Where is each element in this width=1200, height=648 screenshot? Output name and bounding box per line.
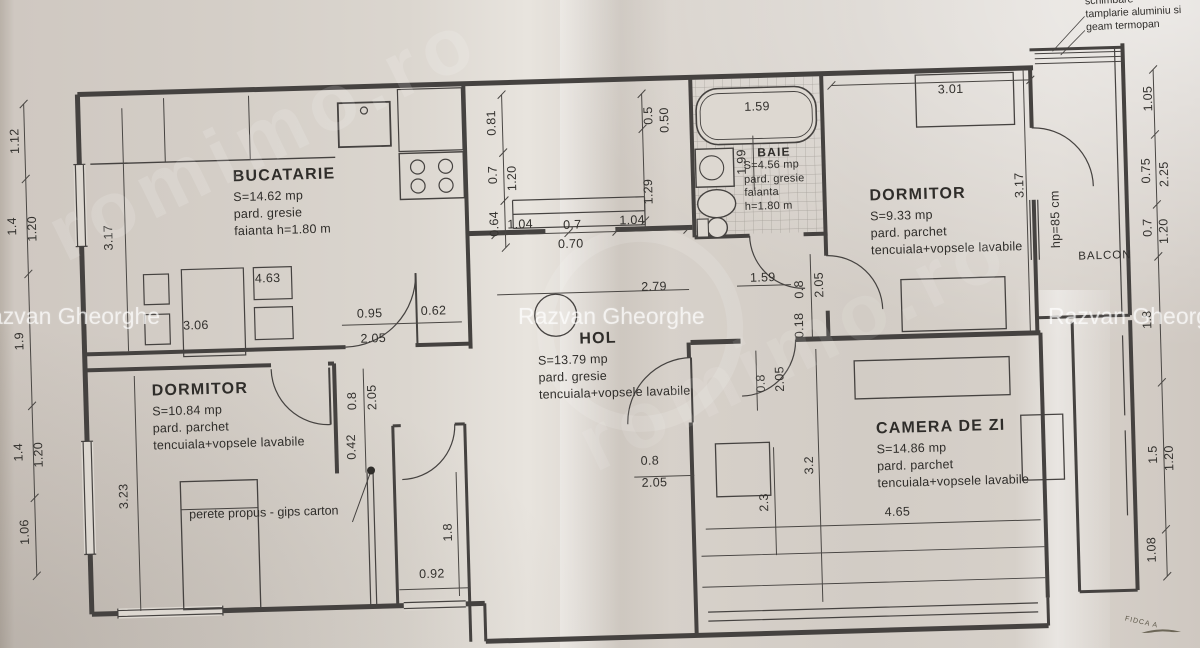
dimension-label: 0.50 xyxy=(656,107,672,134)
dimension-label: 1.9 xyxy=(12,331,27,351)
dimension-label: 0.7 xyxy=(1140,218,1155,238)
dimension-label: 0.70 xyxy=(557,236,584,252)
dimension-label: 1.06 xyxy=(17,519,32,546)
dimension-label: 2.05 xyxy=(364,384,380,411)
dimension-label: 3.2 xyxy=(801,455,817,475)
room-label-balcon: BALCON xyxy=(1078,249,1132,263)
dimension-label: 1.20 xyxy=(1156,218,1171,245)
room-label-camera-de-zi: CAMERA DE ZI S=14.86 mp pard. parchet te… xyxy=(876,416,1029,492)
dimension-label: 1.20 xyxy=(1161,445,1177,472)
room-name: CAMERA DE ZI xyxy=(875,416,1006,438)
dimension-label: 0.5 xyxy=(640,106,656,125)
room-area: S=4.56 mp xyxy=(743,158,800,172)
dimension-label: 1.59 xyxy=(744,99,770,114)
dimension-label: 1.8 xyxy=(440,522,456,542)
dimension-label: 2.3 xyxy=(756,493,772,512)
room-label-baie: BAIE S=4.56 mp pard. gresie faianta h=1.… xyxy=(743,144,805,214)
room-finish-height: h=1.80 m xyxy=(744,199,793,213)
room-name: HOL xyxy=(579,329,618,348)
dimension-label: 1.20 xyxy=(504,165,520,192)
dimension-label: 3.17 xyxy=(1011,172,1027,199)
dimension-lines xyxy=(19,65,1172,611)
dimension-label: 4.63 xyxy=(254,270,281,286)
dimension-label: 3.01 xyxy=(937,81,964,97)
dimension-label: 0.92 xyxy=(418,566,445,582)
dimension-label: 1.4 xyxy=(11,442,26,462)
dimension-label: 0.62 xyxy=(420,303,447,318)
dimension-label: 0.42 xyxy=(343,434,359,460)
dimension-label: 1.59 xyxy=(749,270,776,285)
dimension-label: 4.65 xyxy=(884,504,911,520)
stamp-text: FIDCA A xyxy=(1124,615,1159,630)
dimension-label: 1.99 xyxy=(734,149,749,175)
watermark-circle xyxy=(537,225,744,432)
room-name: DORMITOR xyxy=(869,184,967,205)
kitchen-fixtures xyxy=(90,87,466,358)
dimension-label: 1.04 xyxy=(507,216,534,232)
dimension-label: 1.12 xyxy=(7,128,23,155)
dimension-label: 1.20 xyxy=(24,215,40,242)
bathroom-fixtures xyxy=(692,75,824,239)
room-floor: pard. gresie xyxy=(743,171,805,186)
dimension-label: 1.5 xyxy=(1145,445,1161,464)
watermark-name-center: Razvan Gheorghe xyxy=(518,303,705,329)
dimension-label: 0.64 xyxy=(486,210,502,237)
window-change-note: schimbare tamplarie aluminiu si geam ter… xyxy=(1085,0,1200,34)
dimension-label: hp=85 cm xyxy=(1047,190,1064,249)
dimension-label: 2.25 xyxy=(1156,161,1172,188)
dimension-label: 1.04 xyxy=(619,212,646,228)
room-name: BAIE xyxy=(757,144,791,160)
room-finish: faianta h=1.80 m xyxy=(234,221,332,239)
dimension-label: 0.7 xyxy=(562,217,582,232)
dimension-label: 0.7 xyxy=(485,165,501,185)
dimension-label: 2.79 xyxy=(641,279,667,294)
dimension-label: 1.05 xyxy=(1140,85,1156,112)
stamp: FIDCA A xyxy=(1086,601,1200,634)
dimension-label: 0.75 xyxy=(1138,157,1154,184)
dimension-label: 3.23 xyxy=(116,483,131,510)
room-label-dormitor1: DORMITOR S=10.84 mp pard. parchet tencui… xyxy=(151,378,304,454)
dimension-label: 3.06 xyxy=(182,317,209,333)
dimension-label: 1.29 xyxy=(640,178,656,205)
dimension-label: 1.20 xyxy=(31,441,46,468)
dimension-label: 1.08 xyxy=(1144,536,1159,563)
furniture xyxy=(179,71,1066,611)
dimension-label: 0.8 xyxy=(344,391,360,411)
watermark-name-left: azvan Gheorghe xyxy=(0,303,161,329)
dimension-label: 2.05 xyxy=(641,475,668,490)
dimension-label: 0.81 xyxy=(483,109,499,136)
watermark-name-right: Razvan Gheorghe xyxy=(1048,303,1200,329)
dimension-label: 0.95 xyxy=(356,306,383,321)
dimension-label: 1.4 xyxy=(4,217,20,236)
dimension-label: 2.05 xyxy=(360,330,387,346)
room-name: DORMITOR xyxy=(151,379,249,400)
